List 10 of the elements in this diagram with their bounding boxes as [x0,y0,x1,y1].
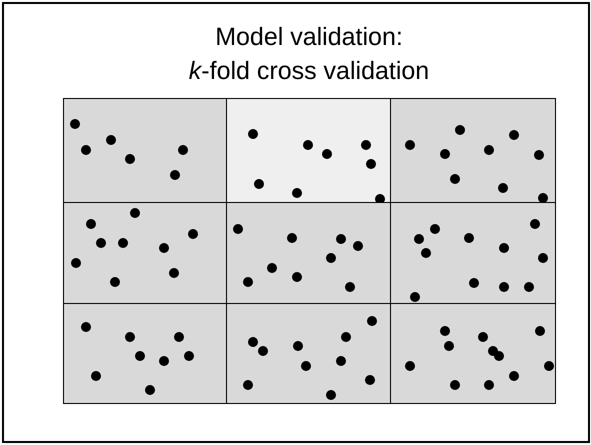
grid-cell [390,303,556,404]
grid-cell [226,98,392,204]
grid-cell [63,98,228,204]
grid-cell [226,303,392,404]
grid-cell [63,303,228,404]
grid-cell [226,202,392,305]
grid-cell [390,202,556,305]
slide-title: Model validation: k-fold cross validation [188,22,430,87]
grid-cell [390,98,556,204]
grid-cell [63,202,228,305]
